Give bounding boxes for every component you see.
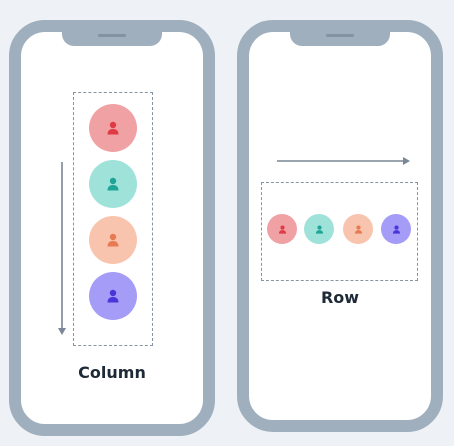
phone-notch xyxy=(62,32,162,46)
user-icon xyxy=(107,289,119,303)
row-label: Row xyxy=(320,288,360,307)
avatar-peach xyxy=(89,216,137,264)
arrow-right-icon xyxy=(277,157,410,165)
row-container xyxy=(261,182,418,281)
arrow-down-icon xyxy=(58,162,66,335)
phone-column: Column xyxy=(9,20,215,436)
phone-row: Row xyxy=(237,20,443,432)
user-icon xyxy=(278,225,286,234)
user-icon xyxy=(107,233,119,247)
column-label: Column xyxy=(78,363,146,382)
user-icon xyxy=(107,121,119,135)
phone-notch xyxy=(290,32,390,46)
avatar-teal xyxy=(89,160,137,208)
avatar-teal xyxy=(304,214,334,244)
user-icon xyxy=(392,225,400,234)
avatar-purple xyxy=(89,272,137,320)
user-icon xyxy=(354,225,362,234)
avatar-purple xyxy=(381,214,411,244)
avatar-red xyxy=(89,104,137,152)
avatar-peach xyxy=(343,214,373,244)
user-icon xyxy=(315,225,323,234)
avatar-red xyxy=(267,214,297,244)
column-container xyxy=(73,92,153,346)
user-icon xyxy=(107,177,119,191)
